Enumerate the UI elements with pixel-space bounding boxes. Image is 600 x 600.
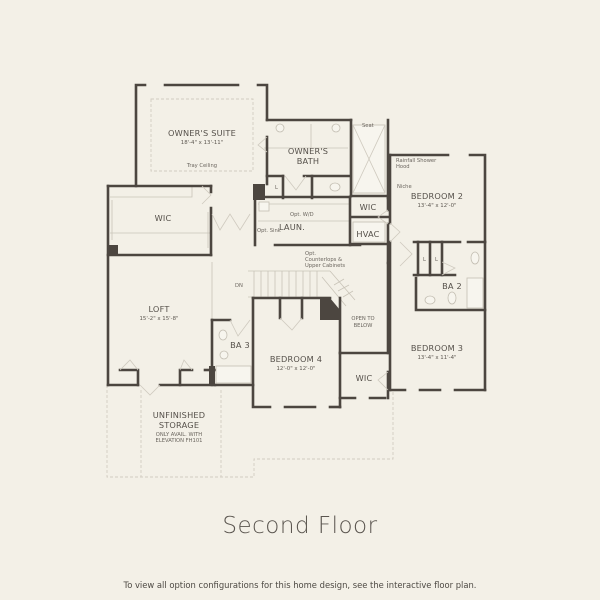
wall-columns [108,184,340,385]
hvac-unit-icon [352,221,386,243]
tray-ceiling-note: Tray Ceiling [186,163,217,169]
optional-outline [106,98,394,478]
shower-note-1: Rainfall Shower [396,158,437,164]
bedroom4-label: BEDROOM 4 [270,354,322,364]
walls [106,83,487,409]
opt-wd-note: Opt. W/D [290,212,314,218]
niche-note: Niche [397,184,412,190]
owners-bath-label-2: BATH [297,156,320,166]
linen-label-1: L [423,257,426,263]
storage-note-2: ELEVATION FH101 [156,438,203,444]
counter-note-3: Upper Cabinets [305,263,345,269]
toilet-icon [329,182,341,192]
toilet-icon [447,291,457,305]
sink-icon [331,123,341,133]
loft-dims: 15'-2" x 15'-8" [139,316,178,322]
interactive-floor-plan-note: To view all option configurations for th… [123,580,477,590]
interior-detail-lines [110,124,350,320]
seat-note: Seat [362,123,374,129]
hvac-label: HVAC [356,229,379,239]
linen-label: L [275,185,278,191]
stairs-down-label: DN [235,283,243,289]
sink-icon [275,123,285,133]
owners-suite-label: OWNER'S SUITE [168,128,236,138]
loft-label: LOFT [148,304,170,314]
bedroom2-dims: 13'-4" x 12'-0" [417,203,456,209]
linen-label-2: L [435,257,438,263]
owners-suite-dims: 18'-4" x 13'-11" [181,140,223,146]
bedroom3-label: BEDROOM 3 [411,343,463,353]
storage-label-2: STORAGE [159,420,199,430]
laundry-label: LAUN. [279,222,305,232]
counter-note-1: Opt. [305,251,316,257]
opt-sink-note: Opt. Sink [257,228,281,234]
ba2-label: BA 2 [442,281,462,291]
owners-bath-label-1: OWNER'S [288,146,328,156]
floor-title: Second Floor [222,513,378,539]
sink-icon [470,251,480,265]
room-labels: OWNER'S SUITE 18'-4" x 13'-11" Tray Ceil… [139,123,463,444]
open-to-below-1: OPEN TO [351,316,374,322]
wic-bedroom3-label: WIC [356,373,373,383]
counter-note-2: Counterlops & [305,257,342,263]
toilet-icon [219,350,229,360]
bedroom3-dims: 13'-4" x 11'-4" [417,355,456,361]
wic-owner-label: WIC [360,202,377,212]
shower-note-2: Hood [396,164,410,170]
storage-label-1: UNFINISHED [153,410,206,420]
sink-icon [218,329,228,341]
bathtub-icon [466,277,484,309]
bedroom2-label: BEDROOM 2 [411,191,463,201]
sink-icon [424,295,436,305]
storage-note-1: ONLY AVAIL. WITH [156,432,203,438]
open-to-below-2: BELOW [354,323,373,329]
fixtures [215,123,484,384]
ba3-label: BA 3 [230,340,250,350]
wic-loft-label: WIC [155,213,172,223]
bathtub-icon [215,365,252,384]
bedroom4-dims: 12'-0" x 12'-0" [276,366,315,372]
door-swings [119,136,456,396]
washer-icon [258,201,270,212]
